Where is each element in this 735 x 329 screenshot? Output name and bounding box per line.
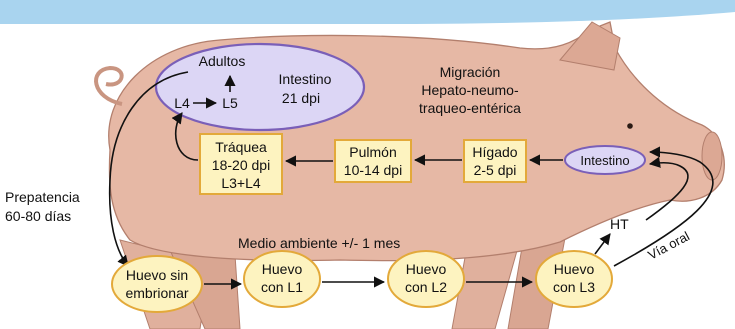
egg-l2-node: [387, 250, 465, 308]
adults-label: Adultos: [199, 53, 246, 69]
intestine-title: Intestino: [279, 71, 332, 87]
migration-line-1: Migración: [440, 64, 501, 80]
egg-l3-node: [535, 250, 613, 308]
pig-eye: [627, 123, 633, 129]
egg-l3-line-1: Huevo: [554, 261, 595, 277]
prepatency-line-1: Prepatencia: [5, 189, 80, 205]
adult-intestine-node: [154, 42, 366, 132]
oral-route-outer-arrow: [613, 146, 714, 267]
trachea-node: [199, 133, 283, 195]
ht-label: HT: [610, 216, 629, 232]
intestine-entry-node: [564, 145, 646, 175]
egg-l1-node: [243, 250, 321, 308]
egg-l3-line-2: con L3: [553, 279, 595, 295]
egg-unembryonated-line-1: Huevo sin: [126, 267, 188, 283]
prepatency-line-2: 60-80 días: [5, 208, 71, 224]
intestine-entry-label: Intestino: [580, 153, 629, 168]
egg-unembryonated-line-2: embrionar: [125, 285, 188, 301]
liver-line-2: 2-5 dpi: [474, 162, 517, 178]
lung-line-2: 10-14 dpi: [344, 162, 402, 178]
intestine-days: 21 dpi: [282, 90, 320, 106]
top-banner: [0, 0, 735, 24]
liver-line-1: Hígado: [472, 144, 517, 160]
l4-label: L4: [174, 95, 190, 111]
egg-unembryonated-node: [111, 255, 203, 313]
l3-to-ht-arrow: [594, 233, 611, 255]
oral-route-inner-arrow: [645, 156, 689, 221]
liver-node: [463, 139, 527, 183]
trachea-to-intestine-arrow: [171, 112, 199, 161]
trachea-line-2: 18-20 dpi: [212, 157, 270, 173]
egg-l1-line-2: con L1: [261, 279, 303, 295]
egg-l2-line-1: Huevo: [406, 261, 447, 277]
l5-label: L5: [222, 95, 238, 111]
migration-line-3: traqueo-entérica: [419, 100, 521, 116]
prepatency-arrow: [108, 71, 189, 267]
lung-node: [334, 139, 412, 183]
migration-line-2: Hepato-neumo-: [421, 82, 519, 98]
egg-l1-line-1: Huevo: [262, 261, 303, 277]
environment-label: Medio ambiente +/- 1 mes: [238, 235, 400, 251]
trachea-line-3: L3+L4: [221, 175, 261, 191]
egg-l2-line-2: con L2: [405, 279, 447, 295]
trachea-line-1: Tráquea: [215, 139, 267, 155]
lung-line-1: Pulmón: [349, 144, 396, 160]
